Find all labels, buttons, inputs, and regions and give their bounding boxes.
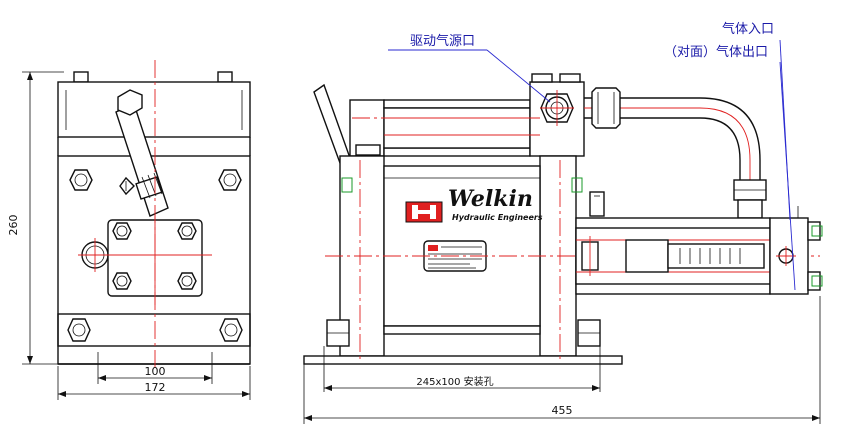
- brand-name: Welkin: [448, 186, 533, 212]
- side-bolt: [69, 169, 93, 191]
- front-view: Welkin Hydraulic Engineers: [303, 73, 823, 365]
- plate-bolt: [112, 272, 132, 290]
- plate-bolt: [112, 222, 132, 240]
- dim-total-length: 455: [552, 404, 573, 417]
- plate-bolt: [177, 272, 197, 290]
- dim-mounting-holes: 245x100 安装孔: [416, 375, 493, 388]
- front-dimensions: 245x100 安装孔 455: [303, 296, 821, 424]
- label-drive-air-inlet: 驱动气源口: [410, 33, 475, 49]
- brand-subtitle: Hydraulic Engineers: [452, 213, 543, 222]
- callouts: 驱动气源口 气体入口 （对面）气体出口: [388, 21, 796, 291]
- dim-width: 172: [145, 381, 166, 394]
- side-dimensions: 260 100 172: [7, 71, 251, 400]
- side-bolt: [218, 169, 242, 191]
- side-bolt: [67, 318, 91, 342]
- side-bolt: [219, 318, 243, 342]
- plate-bolt: [177, 222, 197, 240]
- label-gas-inlet: 气体入口: [722, 21, 774, 37]
- dim-height: 260: [7, 215, 20, 236]
- label-gas-outlet: （对面）气体出口: [664, 44, 768, 60]
- side-view: [57, 60, 251, 370]
- dim-hole-spacing: 100: [145, 365, 166, 378]
